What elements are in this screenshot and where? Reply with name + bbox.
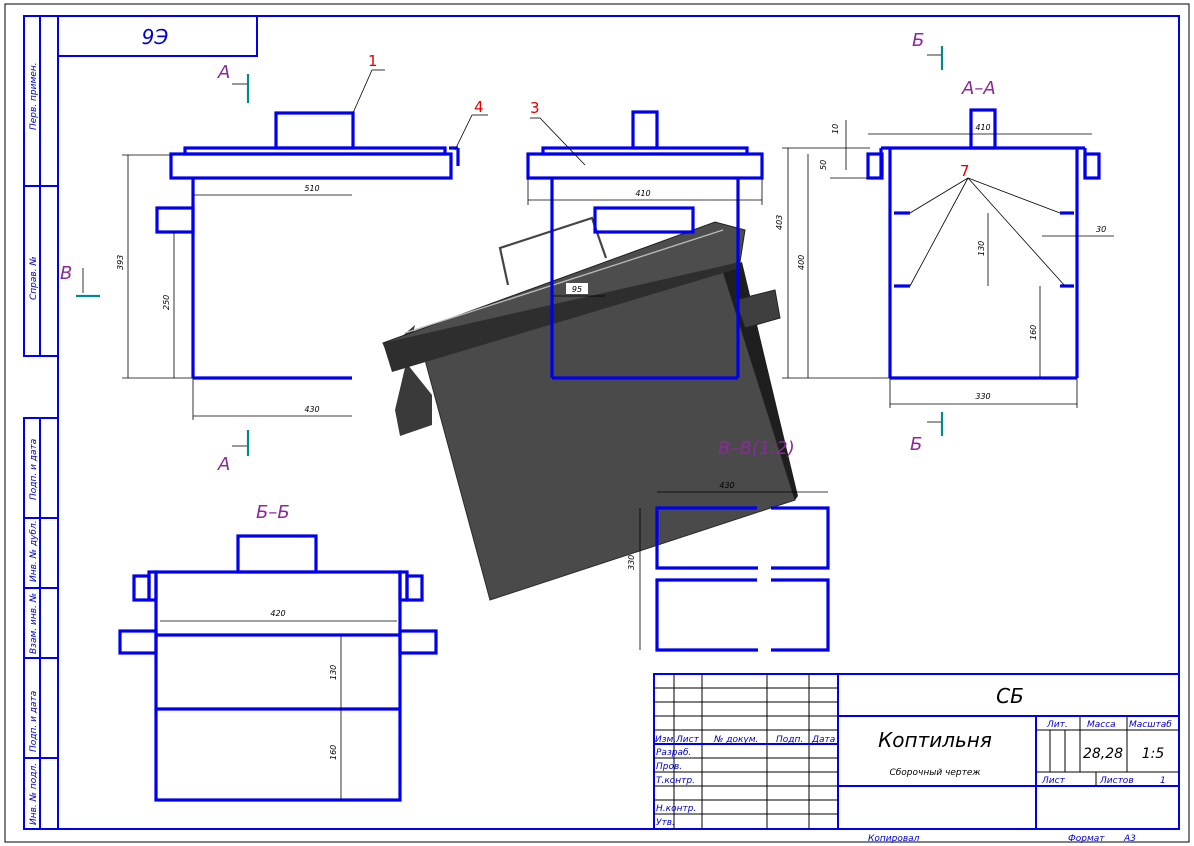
title-block: Изм. Лист № докум. Подп. Дата Разраб. Пр… — [653, 673, 1180, 830]
tb-role-nkontr: Н.контр. — [656, 804, 696, 814]
tb-list: Лист — [675, 735, 700, 745]
tb-role-tkontr: Т.контр. — [656, 776, 695, 786]
side-label-vzam: Взам. инв. № — [29, 593, 39, 654]
isometric-model — [382, 216, 798, 601]
tb-izm: Изм. — [655, 735, 676, 745]
label-A-bottom: А — [217, 454, 230, 475]
dim-aa-130: 130 — [977, 241, 986, 256]
dim-aa-403: 403 — [775, 215, 784, 230]
dim-510: 510 — [304, 184, 319, 193]
side-label-dubl: Инв. № дубл. — [29, 520, 39, 582]
cut-marks: А А В Б Б — [60, 30, 944, 475]
tb-role-prov: Пров. — [656, 762, 682, 772]
tb-data: Дата — [811, 735, 835, 745]
side-view: 410 95 3 — [526, 99, 764, 380]
tb-listov-value: 1 — [1160, 776, 1166, 786]
callout-3: 3 — [530, 99, 540, 117]
sheet-outer-border — [4, 3, 1190, 843]
dim-aa-10: 10 — [831, 124, 840, 134]
front-view: 510 430 393 250 1 4 — [116, 52, 488, 420]
dim-aa-50: 50 — [819, 160, 828, 170]
side-label-perv: Перв. примен. — [29, 62, 39, 130]
tb-massa-value: 28,28 — [1083, 746, 1123, 762]
dim-aa-160: 160 — [1029, 325, 1038, 340]
dim-430: 430 — [304, 405, 319, 414]
side-label-sprav: Справ. № — [29, 256, 39, 300]
callout-7: 7 — [960, 162, 970, 180]
dim-vv-430: 430 — [719, 481, 734, 490]
section-vv: В–В(1:2) 430 330 — [627, 438, 830, 652]
dim-vv-330: 330 — [627, 555, 636, 570]
tb-list-label: Лист — [1041, 776, 1066, 786]
dim-side-95: 95 — [572, 285, 582, 294]
label-B-bottom: Б — [910, 434, 922, 455]
tb-role-razrab: Разраб. — [656, 748, 691, 758]
label-B-left: В — [60, 263, 72, 284]
tb-name: Коптильня — [878, 728, 992, 752]
dim-bb-130: 130 — [329, 665, 338, 680]
dim-aa-330: 330 — [975, 392, 990, 401]
dim-aa-410: 410 — [975, 123, 990, 132]
tb-role-utv: Утв. — [656, 818, 675, 828]
side-label-podp2: Подп. и дата — [29, 691, 39, 752]
left-side-strip: Перв. примен. Справ. № Подп. и дата Инв.… — [23, 15, 59, 830]
top-stamp-box — [57, 15, 258, 57]
side-label-podp1: Подп. и дата — [29, 439, 39, 500]
tb-podp: Подп. — [776, 735, 803, 745]
label-A-top: А — [217, 62, 230, 83]
dim-bb-160: 160 — [329, 745, 338, 760]
side-label-podl: Инв. № подл. — [29, 763, 39, 825]
section-bb: Б–Б 420 130 160 — [118, 502, 438, 802]
tb-doc-type: Сборочный чертеж — [889, 768, 981, 778]
label-B-top: Б — [912, 30, 924, 51]
callout-1: 1 — [368, 52, 378, 70]
tb-masshtab-value: 1:5 — [1142, 746, 1165, 762]
tb-massa-label: Масса — [1087, 720, 1116, 730]
format-value: А3 — [1123, 834, 1136, 844]
label-section-bb: Б–Б — [256, 502, 290, 523]
tb-dokum: № докум. — [713, 735, 758, 745]
callout-4: 4 — [474, 98, 484, 116]
dim-393: 393 — [116, 255, 125, 270]
dim-bb-420: 420 — [270, 609, 285, 618]
top-stamp-text: 9Э — [142, 25, 169, 49]
label-section-aa: А–А — [961, 78, 996, 99]
kopiroval-label: Копировал — [868, 834, 920, 844]
label-section-vv: В–В(1:2) — [718, 438, 795, 459]
tb-masshtab-label: Масштаб — [1129, 720, 1172, 730]
tb-doc-code: СБ — [996, 684, 1024, 708]
section-aa: А–А 410 403 400 10 50 130 30 160 3 — [775, 78, 1114, 408]
tb-listov-label: Листов — [1099, 776, 1134, 786]
dim-aa-400: 400 — [797, 255, 806, 270]
dim-aa-30: 30 — [1096, 225, 1106, 234]
format-label: Формат — [1068, 834, 1105, 844]
tb-lit: Лит. — [1046, 720, 1068, 730]
dim-side-410: 410 — [635, 189, 650, 198]
dim-250: 250 — [162, 295, 171, 310]
